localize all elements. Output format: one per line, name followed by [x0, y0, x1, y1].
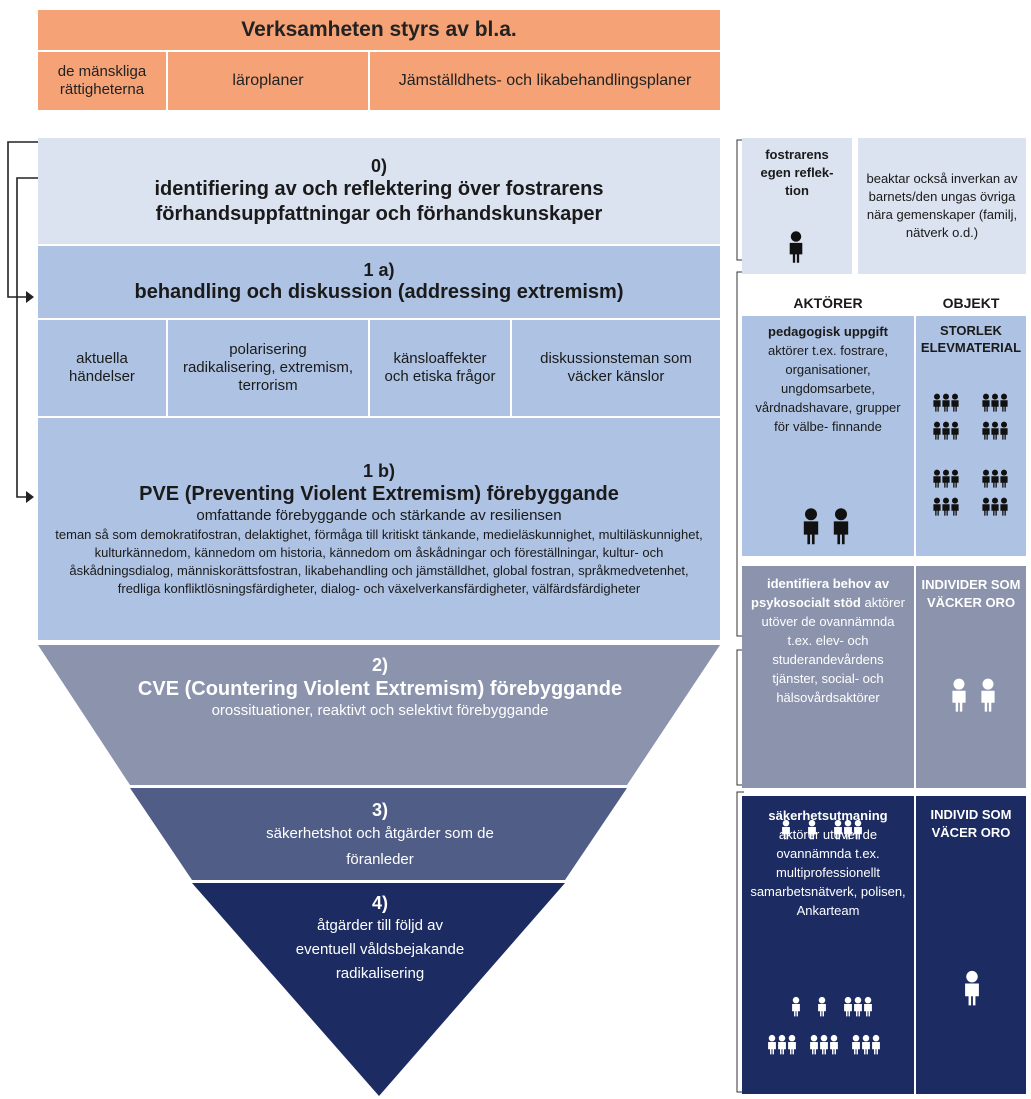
row1-actor-desc: aktörer t.ex. fostrare, organisationer, … — [755, 343, 901, 434]
feedback-arrow-inner — [16, 177, 38, 498]
level4-title: åtgärder till följd av eventuell våldsbe… — [295, 917, 465, 982]
level3-section — [130, 788, 627, 880]
governance-item: läroplaner — [168, 52, 368, 110]
level4-text: 4) åtgärder till följd av eventuell våld… — [290, 893, 470, 986]
level4-section — [192, 883, 565, 1096]
arrow-head-icon — [26, 291, 34, 303]
row1-actor-text: pedagogisk uppgift aktörer t.ex. fostrar… — [748, 322, 908, 436]
level1b-number: 1 b) — [362, 460, 395, 481]
level1b-subtitle: omfattande förebyggande och stärkande av… — [196, 506, 562, 524]
row2-object-label: INDIVIDER SOM VÄCKER ORO — [921, 577, 1021, 610]
row3-actor-text: säkerhetsutmaning aktörer utöver de ovan… — [748, 806, 908, 920]
topic-item: polarisering radikalisering, extremism, … — [168, 320, 368, 416]
row3-actor-title: säkerhetsutmaning — [768, 808, 888, 823]
row1-actor-title: pedagogisk uppgift — [768, 324, 888, 339]
level2-number: 2) — [371, 655, 388, 675]
level1b-title: PVE (Preventing Violent Extremism) föreb… — [139, 482, 619, 505]
objects-header: OBJEKT — [942, 295, 1000, 311]
level0-title: identifiering av och reflektering över f… — [154, 177, 604, 225]
row3-actor-desc: aktörer utöver de ovannämnda t.ex. multi… — [750, 827, 906, 918]
level2-title: CVE (Countering Violent Extremism) föreb… — [137, 678, 623, 700]
reflection-title: fostrarens egen reflek- tion — [760, 147, 834, 198]
level3-text: 3) säkerhetshot och åtgärder som de föra… — [240, 800, 520, 873]
level1b-body: teman så som demokratifostran, delaktigh… — [55, 526, 703, 596]
row3-object-box — [916, 796, 1026, 1094]
governance-title: Verksamheten styrs av bl.a. — [38, 10, 720, 50]
level4-number: 4) — [371, 893, 388, 913]
level1a-number: 1 a) — [363, 260, 395, 280]
row2-object-box — [916, 566, 1026, 788]
governance-item: Jämställdhets- och likabehandlingsplaner — [370, 52, 720, 110]
bracket-level0 — [736, 139, 744, 261]
topic-item: aktuella händelser — [38, 320, 166, 416]
level3-number: 3) — [371, 800, 388, 820]
row2-actor-title: identifiera behov av psykosocialt stöd — [751, 576, 890, 610]
topic-item: diskussionsteman som väcker känslor — [512, 320, 720, 416]
row3-object-label: INDIVID SOM VÄCER ORO — [930, 807, 1012, 840]
arrow-head-icon — [26, 491, 34, 503]
actors-header: AKTÖRER — [793, 295, 863, 311]
bracket-level1 — [736, 271, 744, 637]
level3-title: säkerhetshot och åtgärder som de föranle… — [266, 825, 494, 868]
governance-item: de mänskliga rättigheterna — [38, 52, 166, 110]
row2-actor-desc: aktörer utöver de ovannämnda t.ex. elev-… — [761, 595, 905, 705]
row1-actor-box — [742, 316, 914, 556]
bracket-level34 — [736, 791, 744, 1093]
feedback-arrow-outer — [7, 141, 38, 298]
row1-object-label: STORLEK ELEVMATERIAL — [920, 323, 1022, 355]
level0-box: 0) identifiering av och reflektering öve… — [38, 138, 720, 244]
row2-actor-box — [742, 566, 914, 788]
topic-item: känsloaffekter och etiska frågor — [370, 320, 510, 416]
level2-subtitle: orossituationer, reaktivt och selektivt … — [211, 702, 549, 719]
level2-text: 2) CVE (Countering Violent Extremism) fö… — [120, 655, 640, 719]
level1a-title: behandling och diskussion (addressing ex… — [134, 281, 624, 303]
level1b-box: 1 b) PVE (Preventing Violent Extremism) … — [38, 418, 720, 640]
level2-section — [38, 645, 720, 785]
context-note: beaktar också inverkan av barnets/den un… — [858, 138, 1026, 274]
level0-number: 0) — [370, 155, 387, 176]
row2-actor-text: identifiera behov av psykosocialt stöd a… — [748, 574, 908, 707]
bracket-level2 — [736, 649, 744, 786]
level1a-box: 1 a) behandling och diskussion (addressi… — [38, 246, 720, 318]
